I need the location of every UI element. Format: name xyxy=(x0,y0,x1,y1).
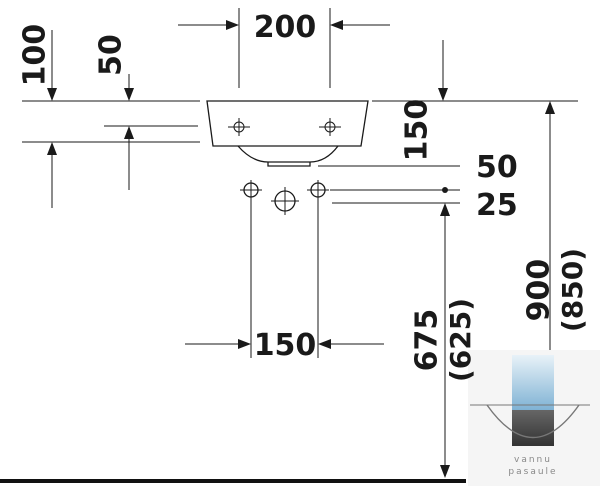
label-height-a: 675 xyxy=(410,309,445,372)
dimension-left xyxy=(22,30,200,208)
dimension-bottom-spacing xyxy=(185,199,384,358)
tap-hole-right-icon xyxy=(319,118,341,136)
dimension-top-width xyxy=(178,8,390,88)
label-bottom-spacing: 150 xyxy=(254,328,317,363)
watermark-arc xyxy=(486,404,580,439)
watermark-water-block xyxy=(512,355,554,410)
watermark-text-top: vannu xyxy=(514,455,552,465)
tap-hole-left-icon xyxy=(228,118,250,136)
watermark-base-block xyxy=(512,410,554,446)
label-height-total: 900 xyxy=(522,259,557,322)
basin-body xyxy=(206,100,369,147)
water-connection-left-icon xyxy=(240,180,262,200)
connections xyxy=(240,180,329,215)
watermark-text-bottom: pasaule xyxy=(508,467,557,477)
label-right-offset-b: 25 xyxy=(476,188,518,223)
basin-bowl xyxy=(237,145,339,163)
drain-connection-icon xyxy=(271,187,299,215)
label-left-depth: 50 xyxy=(94,34,129,76)
basin xyxy=(206,100,369,167)
label-right-height: 150 xyxy=(400,99,435,162)
dimension-right xyxy=(318,40,578,216)
label-right-offset-a: 50 xyxy=(476,150,518,185)
label-height-a-alt: (625) xyxy=(444,298,477,382)
watermark-logo: vannu pasaule xyxy=(468,350,600,486)
water-connection-right-icon xyxy=(307,180,329,200)
basin-drain xyxy=(267,162,311,167)
label-height-total-alt: (850) xyxy=(556,248,589,332)
dimension-vertical-heights xyxy=(440,101,555,478)
label-top-width: 200 xyxy=(254,10,317,45)
label-left-height: 100 xyxy=(18,24,53,87)
